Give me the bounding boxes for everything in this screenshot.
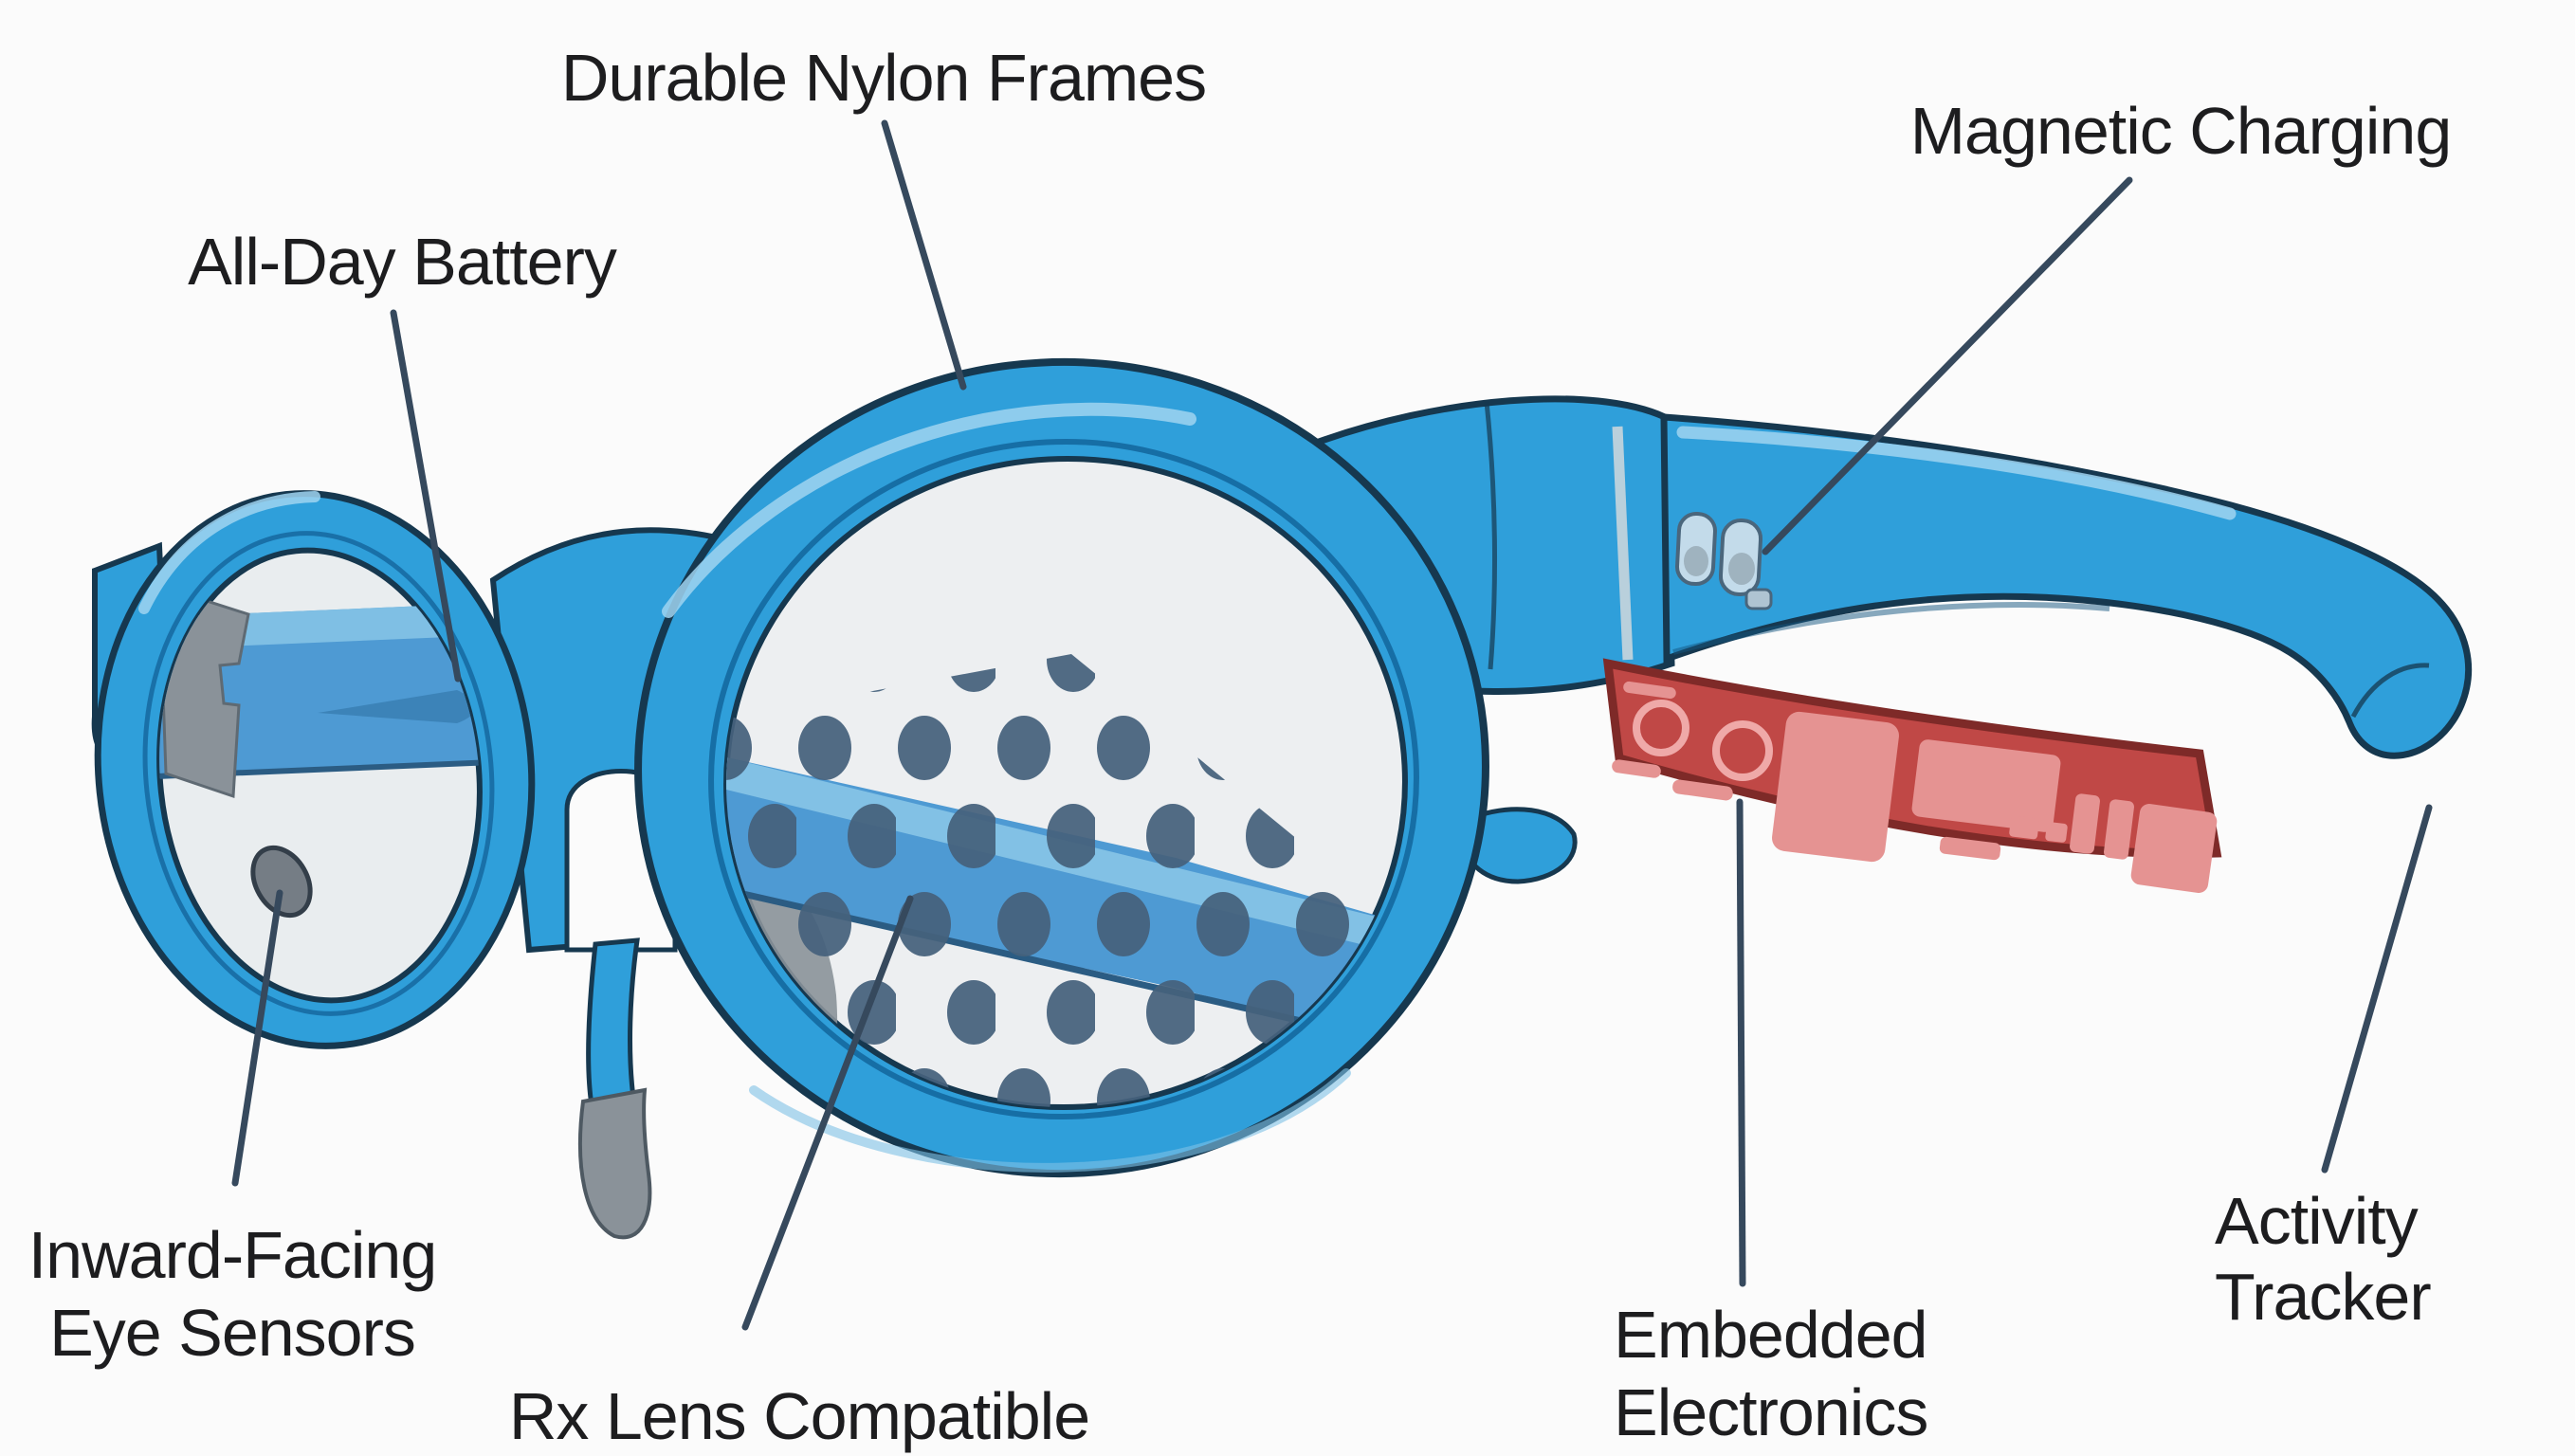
leader-rx-lens [741,895,914,1331]
left-lens [91,490,536,1049]
right-nose-pad [1460,807,1578,884]
right-frame-highlight [662,402,1196,618]
label-magnetic-charging: Magnetic Charging [1910,94,2452,168]
charging-contacts [1675,511,1773,610]
labels: Durable Nylon Frames Magnetic Charging A… [28,41,2453,1453]
temple-bottom-shade [1672,602,2110,655]
label-activity: Activity [2215,1184,2419,1258]
left-frame-highlight [138,491,320,614]
ear-hook-inner-line [2350,663,2430,719]
right-lens [634,357,1489,1178]
nose-pad-arm [586,937,640,1108]
leader-magnetic-charging [1762,176,2133,555]
label-rx-lens-compatible: Rx Lens Compatible [509,1379,1089,1453]
leader-durable-nylon-frames [881,119,967,391]
label-tracker: Tracker [2215,1260,2431,1334]
leader-lines [231,119,2433,1331]
leader-embedded-electronics [1736,798,1746,1287]
label-eye-sensors: Eye Sensors [49,1296,415,1370]
eye-sensor [250,845,313,919]
left-lens-inner-ring [142,531,495,1016]
label-all-day-battery: All-Day Battery [188,225,617,299]
pcb-components [1612,681,2218,893]
right-lens-inner-ring [708,438,1419,1120]
label-durable-nylon-frames: Durable Nylon Frames [561,41,1206,115]
hinge-seam-dark [1484,401,1498,670]
hinge-seam-light [1612,426,1634,661]
leader-all-day-battery [390,309,462,682]
leader-eye-sensors [231,889,283,1187]
temple-top-highlight [1676,426,2237,520]
leader-activity-tracker [2321,804,2433,1174]
circuit-board [1602,658,2222,893]
label-inward-facing: Inward-Facing [28,1218,437,1292]
label-electronics: Electronics [1614,1375,1927,1449]
left-band-shadow-wedge [318,690,476,723]
nose-pad [577,1087,652,1240]
right-frame-bottom-light [749,1068,1351,1173]
temple-arm [1660,413,2473,759]
label-embedded: Embedded [1614,1298,1927,1372]
